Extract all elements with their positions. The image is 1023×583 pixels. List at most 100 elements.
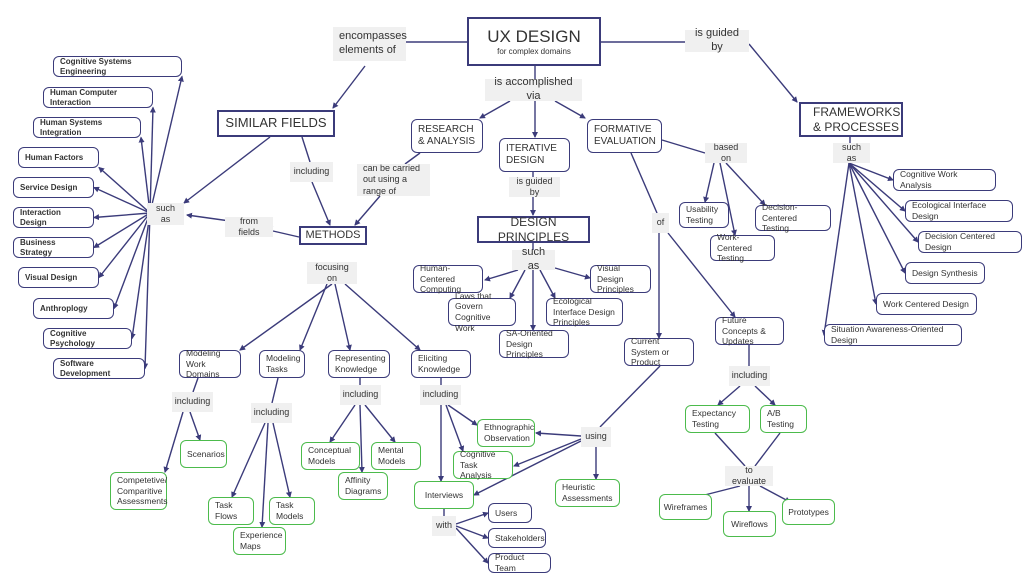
label-including-rk: including — [340, 385, 381, 405]
connector-edge — [239, 283, 333, 351]
leaf-scenarios[interactable]: Scenarios — [180, 440, 227, 468]
leaf-interviews[interactable]: Interviews — [414, 481, 474, 509]
similar-field-item[interactable]: Human Factors — [18, 147, 99, 168]
leaf-prototypes[interactable]: Prototypes — [782, 499, 835, 525]
node-modeling-tasks[interactable]: Modeling Tasks — [259, 350, 305, 378]
connector-edge — [535, 430, 582, 437]
connector-edge — [725, 162, 766, 206]
interviewee-item[interactable]: Product Team — [488, 552, 551, 573]
similar-field-item[interactable]: Cognitive Systems Engineering — [53, 56, 182, 77]
leaf-ethnographic[interactable]: Ethnographic Observation — [477, 419, 535, 447]
leaf-task-flows[interactable]: Task Flows — [208, 497, 254, 525]
leaf-wireflows[interactable]: Wireflows — [723, 511, 776, 537]
node-eliciting-knowledge[interactable]: Eliciting Knowledge — [411, 350, 471, 378]
node-modeling-work-domains[interactable]: Modeling Work Domains — [179, 348, 241, 379]
similar-field-item[interactable]: Service Design — [13, 177, 94, 198]
node-methods[interactable]: METHODS — [299, 226, 367, 245]
node-decision-centered-testing[interactable]: Decision-Centered Testing — [755, 202, 831, 233]
framework-item[interactable]: Decision Centered Design — [918, 231, 1022, 253]
leaf-ab-testing[interactable]: A/B Testing — [760, 405, 807, 433]
leaf-conceptual-models[interactable]: Conceptual Models — [301, 442, 360, 470]
framework-item[interactable]: Work Centered Design — [876, 293, 977, 315]
node-work-centered-testing[interactable]: Work-Centered Testing — [710, 232, 775, 263]
connector-edge — [509, 269, 526, 299]
connector-edge — [754, 432, 781, 467]
leaf-task-models[interactable]: Task Models — [269, 497, 315, 525]
connector-edge — [272, 230, 300, 238]
similar-field-item[interactable]: Interaction Design — [13, 207, 94, 228]
label-such-as-fw: such as — [833, 142, 870, 163]
connector-edge — [848, 162, 879, 305]
interviewee-item[interactable]: Users — [488, 503, 532, 523]
node-frameworks-processes[interactable]: FRAMEWORKS & PROCESSES — [799, 102, 903, 137]
similar-field-item[interactable]: Anthroplogy — [33, 298, 114, 319]
node-formative-evaluation[interactable]: FORMATIVE EVALUATION — [587, 119, 662, 153]
similar-field-item[interactable]: Cognitive Psychology — [43, 328, 132, 349]
node-research-analysis[interactable]: RESEARCH & ANALYSIS — [411, 119, 483, 153]
node-iterative-design[interactable]: ITERATIVE DESIGN — [499, 138, 570, 172]
label-including-fc: including — [729, 366, 770, 386]
similar-field-item[interactable]: Visual Design — [18, 267, 99, 288]
label-with: with — [432, 516, 456, 536]
label-from-fields: from fields — [225, 216, 273, 237]
connector-edge — [138, 136, 151, 214]
connector-edge — [98, 166, 151, 214]
node-usability-testing[interactable]: Usability Testing — [679, 202, 729, 228]
design-principle-item[interactable]: SA-Oriented Design Principles — [499, 328, 569, 359]
label-including-ek: including — [420, 385, 461, 405]
connector-edge — [404, 152, 421, 165]
connector-edge — [93, 212, 151, 221]
leaf-heuristic[interactable]: Heuristic Assessments — [555, 479, 620, 507]
framework-item[interactable]: Situation Awareness-Oriented Design — [824, 324, 962, 346]
node-current-system[interactable]: Current System or Product — [624, 336, 694, 367]
design-principle-item[interactable]: Visual Design Principles — [590, 263, 651, 294]
connector-edge — [301, 136, 311, 163]
node-design-principles[interactable]: DESIGN PRINCIPLES — [477, 215, 590, 244]
leaf-wireframes[interactable]: Wireframes — [659, 494, 712, 520]
connector-edge — [149, 106, 156, 214]
connector-edge — [754, 385, 776, 406]
connector-edge — [259, 422, 269, 528]
design-principle-item[interactable]: Human-Centered Computing — [413, 263, 483, 294]
connector-edge — [332, 65, 366, 109]
design-principle-item[interactable]: Laws that Govern Cognitive Work — [448, 291, 516, 333]
connector-edge — [364, 404, 396, 443]
node-representing-knowledge[interactable]: Representing Knowledge — [328, 350, 390, 378]
similar-field-item[interactable]: Software Development — [53, 358, 145, 379]
framework-item[interactable]: Ecological Interface Design — [905, 200, 1013, 222]
connector-edge — [479, 100, 511, 119]
leaf-experience-maps[interactable]: Experience Maps — [233, 527, 286, 555]
similar-field-item[interactable]: Human Systems Integration — [33, 117, 141, 138]
label-including-mwd: including — [172, 392, 213, 412]
connector-edge — [311, 181, 331, 226]
connector-edge — [231, 422, 266, 498]
connector-edge — [344, 283, 421, 351]
connector-edge — [445, 404, 465, 452]
interviewee-item[interactable]: Stakeholders — [488, 528, 546, 548]
connector-edge — [703, 162, 715, 203]
connector-edge — [630, 152, 658, 214]
ux-design-root[interactable]: UX DESIGN for complex domains — [467, 17, 601, 66]
leaf-competetive[interactable]: Competetive/ Comparitive Assessments — [110, 472, 168, 510]
connector-edge — [447, 404, 478, 426]
connector-edge — [149, 75, 184, 214]
label-including-mt: including — [251, 403, 292, 423]
connector-edge — [98, 212, 151, 279]
similar-field-item[interactable]: Human Computer Interaction — [43, 87, 153, 108]
label-of: of — [652, 213, 669, 233]
similar-field-item[interactable]: Business Strategy — [13, 237, 94, 258]
leaf-affinity-diagrams[interactable]: Affinity Diagrams — [338, 472, 388, 500]
node-future-concepts[interactable]: Future Concepts & Updates — [715, 315, 784, 346]
connector-edge — [93, 186, 151, 214]
framework-item[interactable]: Cognitive Work Analysis — [893, 169, 996, 191]
label-such-as-sf: such as — [147, 203, 184, 225]
node-similar-fields[interactable]: SIMILAR FIELDS — [217, 110, 335, 137]
leaf-mental-models[interactable]: Mental Models — [371, 442, 421, 470]
framework-item[interactable]: Design Synthesis — [905, 262, 985, 284]
design-principle-item[interactable]: Ecological Interface Design Principles — [546, 296, 623, 327]
leaf-expectancy-testing[interactable]: Expectancy Testing — [685, 405, 750, 433]
connector-edge — [717, 385, 741, 406]
connector-edge — [272, 422, 292, 498]
connector-edge — [112, 212, 151, 310]
leaf-cognitive-task[interactable]: Cognitive Task Analysis — [453, 449, 513, 480]
